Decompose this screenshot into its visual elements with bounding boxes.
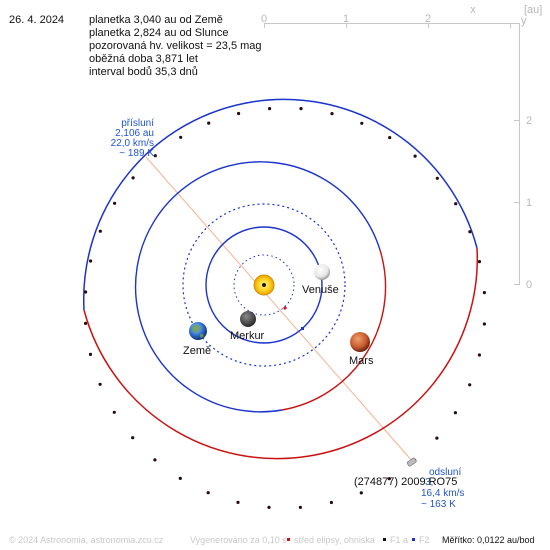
orbit-interval-point: [453, 411, 457, 415]
info-line-period: oběžná doba 3,871 let: [89, 53, 198, 65]
perihelion-distance: 2,106 au: [115, 128, 154, 139]
orbit-interval-point: [454, 202, 458, 206]
orbit-interval-point: [153, 458, 157, 462]
venus-orbit: [205, 226, 323, 344]
mercury-orbit: [233, 254, 295, 316]
date-label: 26. 4. 2024: [9, 14, 64, 26]
orbit-interval-point: [206, 491, 210, 495]
aphelion-temp: ~ 163 K: [421, 499, 456, 510]
orbit-interval-point: [113, 201, 117, 205]
perihelion-temp: ~ 189 K: [119, 148, 154, 159]
mars-orbit-red: [281, 249, 387, 411]
perihelion-title: přísluní: [121, 118, 154, 129]
orbit-interval-point: [84, 290, 88, 294]
orbit-interval-point: [435, 176, 439, 180]
x-tick-label-1: 1: [343, 13, 349, 25]
earth-continents: [192, 324, 204, 338]
orbit-interval-point: [112, 410, 116, 414]
asteroid-orbit-red: [83, 247, 479, 460]
ellipse-center-marker: [283, 306, 287, 310]
info-line-distance-earth: planetka 3,040 au od Země: [89, 14, 223, 26]
y-axis-label: y: [521, 15, 527, 27]
apsidal-line: [145, 156, 414, 463]
asteroid-marker: [406, 457, 417, 467]
orbit-interval-point: [298, 505, 302, 509]
orbit-interval-point: [153, 154, 157, 158]
sun-core: [262, 283, 266, 287]
mars-planet: [350, 332, 370, 352]
orbit-interval-point: [387, 477, 391, 481]
asteroid-orbit-blue: [82, 98, 478, 311]
y-tick-label-1: 1: [526, 197, 532, 209]
orbit-interval-point: [98, 229, 102, 233]
info-line-distance-sun: planetka 2,824 au od Slunce: [89, 27, 228, 39]
x-tick-label-2: 2: [425, 13, 431, 25]
orbit-interval-point: [98, 382, 102, 386]
legend-f1-text: F1 a: [390, 535, 408, 545]
focus-f2-marker: [301, 327, 304, 330]
earth-orbit: [182, 203, 346, 367]
legend-center-text: střed elipsy, ohniska: [294, 535, 375, 545]
legend-f2-text: F2: [419, 535, 430, 545]
orbit-interval-point: [482, 322, 486, 326]
x-tick-label-0: 0: [261, 13, 267, 25]
scale-text: Měřítko: 0,0122 au/bod: [442, 535, 535, 545]
orbit-interval-point: [359, 491, 363, 495]
aphelion-distance: 3,: [425, 477, 433, 488]
orbit-interval-point: [482, 291, 486, 295]
orbit-interval-point: [388, 136, 392, 140]
orbit-interval-point: [88, 352, 93, 356]
venus-label: Venuše: [302, 284, 339, 296]
mars-label: Mars: [349, 355, 374, 367]
orbit-interval-point: [178, 476, 182, 480]
orbit-interval-point: [207, 121, 211, 125]
orbit-interval-point: [477, 260, 482, 264]
asteroid-name: (274877) 2009 RO75: [354, 476, 457, 488]
venus-planet: [314, 264, 330, 280]
y-tick-label-0: 0: [526, 279, 532, 291]
orbit-interval-point: [236, 500, 240, 504]
orbit-interval-point: [413, 154, 417, 158]
orbit-interval-point: [299, 107, 303, 111]
generated-text: Vygenerováno za 0,10 s: [190, 535, 287, 545]
legend-center-marker: [287, 538, 290, 541]
orbit-interval-point: [360, 121, 364, 125]
x-axis-label: x: [470, 4, 476, 16]
mercury-planet: [240, 311, 256, 327]
orbit-interval-point: [477, 353, 481, 357]
orbit-interval-point: [84, 321, 88, 325]
info-line-interval: interval bodů 35,3 dnů: [89, 66, 198, 78]
orbit-interval-point: [468, 383, 472, 387]
aphelion-speed: 16,4 km/s: [421, 488, 464, 499]
y-tick-label-2: 2: [526, 115, 532, 127]
orbit-interval-point: [435, 436, 439, 440]
legend-f1-marker: [383, 538, 386, 541]
earth-label: Země: [183, 345, 211, 357]
orbit-interval-point: [329, 500, 333, 505]
orbit-interval-point: [330, 112, 334, 116]
orbit-interval-point: [89, 259, 93, 263]
orbit-interval-point: [131, 176, 135, 180]
mars-orbit-blue: [134, 161, 381, 413]
orbit-interval-point: [468, 230, 472, 234]
aphelion-title: odsluní: [429, 467, 461, 478]
orbit-interval-point: [237, 111, 241, 116]
axis-frame: [264, 23, 520, 285]
perihelion-speed: 22,0 km/s: [111, 138, 154, 149]
unit-label: [au]: [524, 4, 542, 16]
orbit-interval-point: [268, 107, 272, 111]
orbit-interval-point: [179, 135, 183, 139]
copyright-text: © 2024 Astronomia, astronomia.zcu.cz: [9, 535, 164, 545]
orbit-interval-point: [267, 505, 271, 509]
info-line-magnitude: pozorovaná hv. velikost = 23,5 mag: [89, 40, 262, 52]
legend-f2-marker: [412, 538, 415, 541]
mercury-label: Merkur: [230, 330, 265, 342]
orbit-interval-point: [131, 436, 135, 440]
